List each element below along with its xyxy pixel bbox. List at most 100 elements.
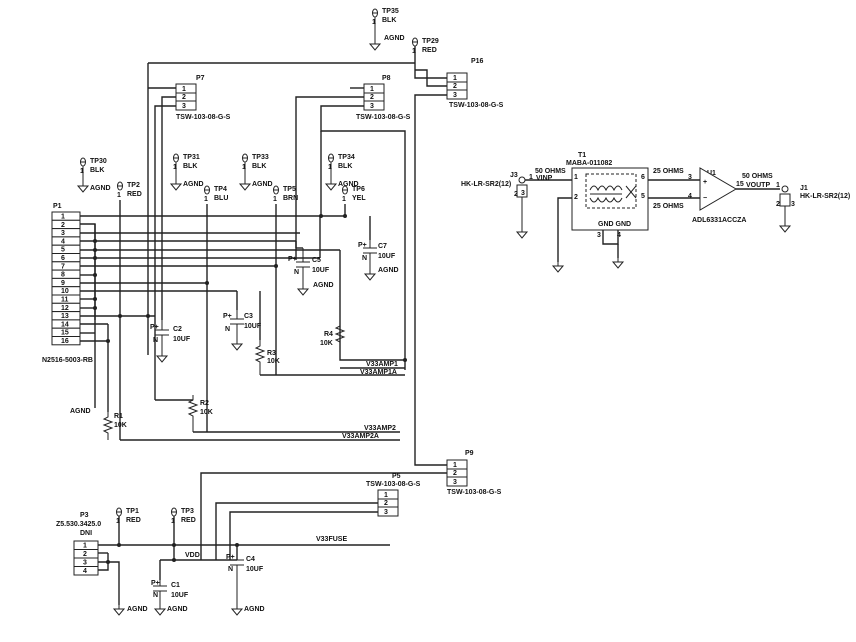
svg-text:TP29: TP29	[422, 38, 439, 45]
svg-text:P1: P1	[53, 203, 62, 210]
net-voutp: VOUTP	[746, 182, 770, 189]
svg-text:10UF: 10UF	[173, 336, 191, 343]
svg-text:3: 3	[597, 232, 601, 239]
svg-text:+: +	[703, 179, 707, 186]
svg-text:N: N	[228, 566, 233, 573]
tp3: TP3 1 RED	[171, 507, 196, 525]
svg-text:GND GND: GND GND	[598, 221, 631, 228]
svg-text:J1: J1	[800, 185, 808, 192]
svg-text:1: 1	[117, 192, 121, 199]
svg-text:2: 2	[776, 201, 780, 208]
net-v33amp1: V33AMP1	[366, 361, 398, 368]
svg-text:ADL6331ACCZA: ADL6331ACCZA	[692, 217, 746, 224]
p1-pin-label: 15	[61, 330, 69, 337]
p1-pin-label: 11	[61, 297, 69, 304]
tp33: TP33 1 BLK AGND	[239, 153, 273, 191]
svg-text:1: 1	[116, 518, 120, 525]
svg-text:1: 1	[776, 182, 780, 189]
svg-text:1: 1	[173, 164, 177, 171]
p3-pin-label: 2	[83, 551, 87, 558]
svg-text:1: 1	[453, 462, 457, 469]
label-25ohms-top: 25 OHMS	[653, 168, 684, 175]
svg-text:N: N	[362, 255, 367, 262]
p1-pin-label: 8	[61, 272, 65, 279]
svg-text:TSW-103-08-G-S: TSW-103-08-G-S	[449, 102, 504, 109]
transformer-t1: T1 MABA-011082 1 2 6 5 GND GND 3 4	[566, 152, 649, 239]
tp29: TP29 1 RED	[412, 37, 439, 55]
cap-c2: P+ N C2 10UF	[150, 320, 191, 363]
svg-text:1: 1	[182, 86, 186, 93]
svg-text:1: 1	[328, 164, 332, 171]
svg-text:T1: T1	[578, 152, 586, 159]
p1-pin-label: 5	[61, 247, 65, 254]
svg-text:YEL: YEL	[352, 195, 366, 202]
svg-text:AGND: AGND	[313, 282, 334, 289]
header-p16: P16 1 2 3 TSW-103-08-G-S	[446, 58, 504, 109]
p1-pin-label: 13	[61, 313, 69, 320]
svg-text:1: 1	[574, 174, 578, 181]
svg-text:RED: RED	[127, 191, 142, 198]
resistor-r4: R4 10K	[320, 320, 346, 348]
svg-text:J3: J3	[510, 172, 518, 179]
amplifier-u1: U1 + − 3 4 15 ADL6331ACCZA	[688, 167, 746, 224]
connector-j1: J1 HK-LR-SR2(12) 1 2 3	[776, 182, 850, 233]
tp34: TP34 1 BLK AGND	[325, 153, 359, 191]
svg-text:1: 1	[242, 164, 246, 171]
svg-text:10UF: 10UF	[171, 592, 189, 599]
svg-text:TP5: TP5	[283, 186, 296, 193]
svg-text:P+: P+	[150, 324, 159, 331]
svg-text:1: 1	[412, 48, 416, 55]
tp1: TP1 1 RED	[116, 507, 141, 525]
net-vdd: VDD	[185, 552, 200, 559]
ground-t1-in	[552, 259, 564, 273]
p1-pin-label: 9	[61, 280, 65, 287]
svg-text:TP6: TP6	[352, 186, 365, 193]
svg-text:2: 2	[453, 470, 457, 477]
ground-t1-center	[612, 255, 624, 269]
svg-text:3: 3	[370, 103, 374, 110]
svg-text:TSW-103-08-G-S: TSW-103-08-G-S	[176, 114, 231, 121]
svg-text:N: N	[153, 337, 158, 344]
svg-text:15: 15	[736, 181, 744, 188]
svg-text:TP35: TP35	[382, 8, 399, 15]
svg-text:3: 3	[453, 92, 457, 99]
svg-text:6: 6	[641, 174, 645, 181]
svg-text:1: 1	[372, 19, 376, 26]
svg-text:R3: R3	[267, 350, 276, 357]
svg-text:Z5.530.3425.0: Z5.530.3425.0	[56, 521, 101, 528]
svg-text:TP3: TP3	[181, 508, 194, 515]
svg-text:10UF: 10UF	[244, 323, 262, 330]
tp5: TP5 1 BRN	[273, 185, 298, 203]
svg-text:C3: C3	[244, 313, 253, 320]
svg-text:DNI: DNI	[80, 530, 92, 537]
svg-text:BRN: BRN	[283, 195, 298, 202]
p1-pin-label: 2	[61, 222, 65, 229]
header-p9: P9 1 2 3 TSW-103-08-G-S	[446, 450, 502, 496]
svg-text:AGND: AGND	[244, 606, 265, 613]
connector-j3: J3 HK-LR-SR2(12) 2 3	[461, 172, 528, 239]
cap-c5: P+ N C5 10UF AGND	[288, 248, 334, 296]
svg-text:3: 3	[182, 103, 186, 110]
svg-text:1: 1	[384, 492, 388, 499]
svg-text:C2: C2	[173, 326, 182, 333]
svg-text:R1: R1	[114, 413, 123, 420]
svg-text:10K: 10K	[200, 409, 213, 416]
svg-text:1: 1	[342, 196, 346, 203]
p1-pin-box	[51, 253, 81, 263]
svg-text:10UF: 10UF	[378, 253, 396, 260]
svg-text:AGND: AGND	[167, 606, 188, 613]
svg-text:C7: C7	[378, 243, 387, 250]
svg-text:1: 1	[370, 86, 374, 93]
svg-text:MABA-011082: MABA-011082	[566, 160, 612, 167]
svg-text:2: 2	[574, 194, 578, 201]
p1-pin-box	[51, 211, 81, 221]
cap-c7: P+ N C7 10UF AGND	[358, 240, 399, 281]
p1-pin-box	[51, 236, 81, 246]
p1-pin-label: 4	[61, 238, 65, 245]
svg-text:−: −	[703, 195, 707, 202]
label-25ohms-bottom: 25 OHMS	[653, 203, 684, 210]
net-v33amp2: V33AMP2	[364, 425, 396, 432]
